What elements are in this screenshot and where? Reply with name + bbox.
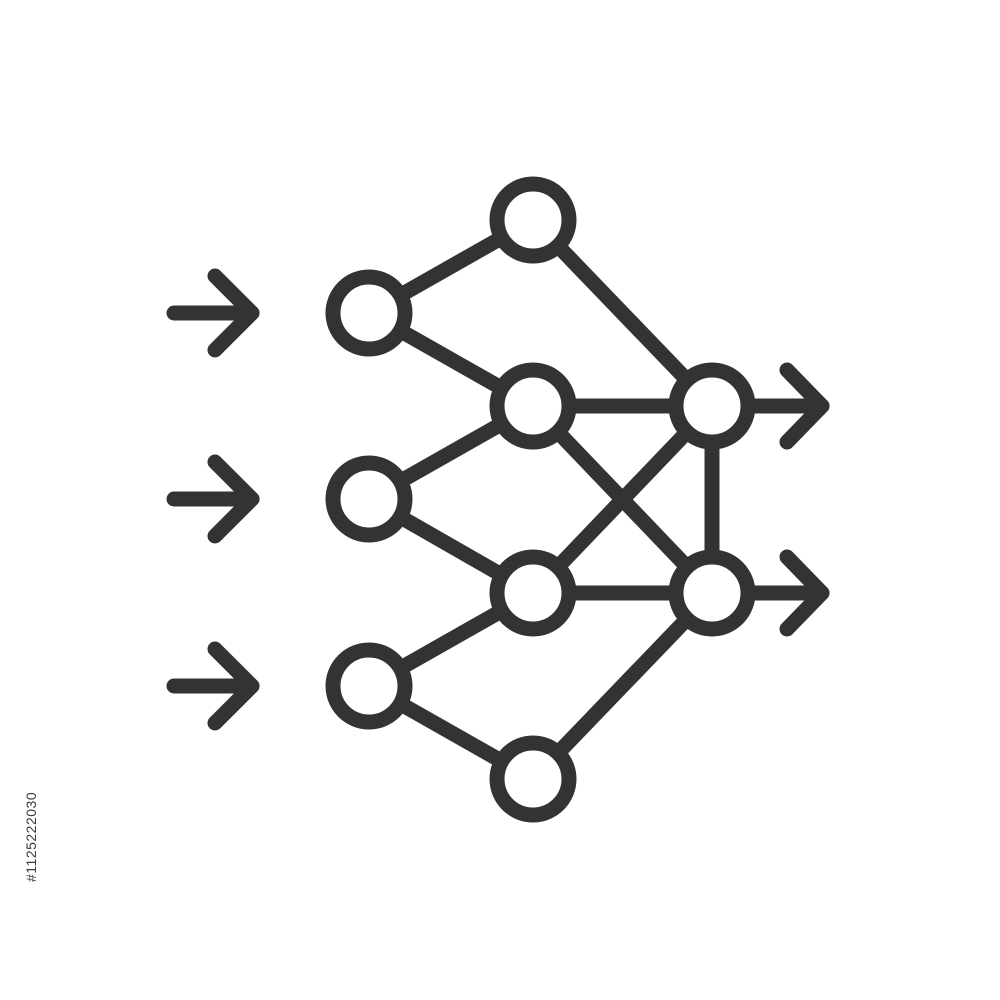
hidden-node — [489, 176, 577, 264]
input-arrow-icon — [166, 454, 260, 544]
input-arrow-icon — [166, 641, 260, 731]
connection-lines — [361, 212, 720, 787]
input-node — [325, 455, 413, 543]
output-node — [668, 549, 756, 637]
output-node — [668, 362, 756, 450]
input-arrow-icon — [166, 268, 260, 358]
hidden-node — [489, 549, 577, 637]
stock-id-watermark: #1125222030 — [23, 791, 39, 882]
hidden-node — [489, 362, 577, 450]
input-node — [325, 642, 413, 730]
hidden-node — [489, 735, 577, 823]
nodes — [325, 176, 756, 823]
input-node — [325, 269, 413, 357]
